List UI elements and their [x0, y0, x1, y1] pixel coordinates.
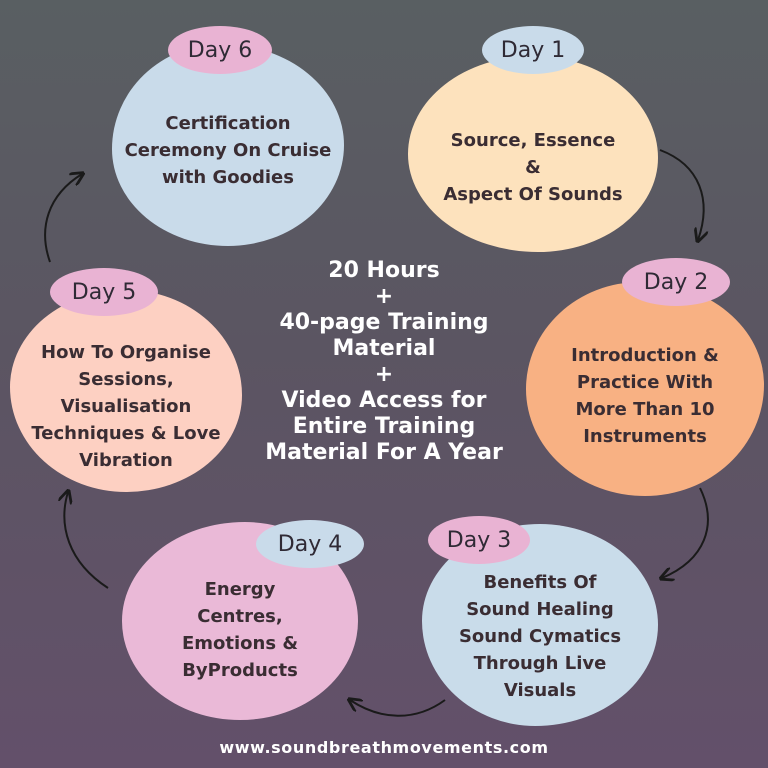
arrow-day2-to-day3	[662, 487, 709, 578]
day2-label: Day 2	[622, 258, 730, 306]
arrow-day5-to-day6	[44, 174, 82, 263]
summary-plus-1: +	[374, 284, 394, 309]
day2-description: Introduction & Practice With More Than 1…	[571, 345, 719, 447]
summary-training-2: Material	[332, 336, 436, 361]
summary-video-1: Video Access for	[281, 388, 487, 413]
day6-description: Certification Ceremony On Cruise with Go…	[124, 112, 332, 188]
day4-blob: Energy Centres, Emotions & ByProducts	[122, 522, 358, 720]
day2-blob: Introduction & Practice With More Than 1…	[526, 282, 764, 496]
day4-label: Day 4	[256, 520, 364, 568]
summary-video-3: Material For A Year	[265, 440, 503, 465]
day5-label: Day 5	[50, 268, 158, 316]
day5-description: How To Organise Sessions, Visualisation …	[31, 341, 221, 471]
summary-video-2: Entire Training	[292, 414, 476, 439]
arrow-day3-to-day4	[350, 700, 446, 717]
website-url: www.soundbreathmovements.com	[219, 738, 549, 757]
arrow-day4-to-day5	[64, 492, 109, 589]
day6-blob: Certification Ceremony On Cruise with Go…	[112, 44, 344, 246]
day3-label: Day 3	[428, 516, 530, 564]
day1-label: Day 1	[482, 26, 584, 74]
day5-blob: How To Organise Sessions, Visualisation …	[10, 290, 242, 492]
summary-training-1: 40-page Training	[279, 310, 489, 335]
summary-plus-2: +	[374, 362, 394, 387]
day3-description: Benefits Of Sound Healing Sound Cymatics…	[458, 571, 622, 701]
summary-hours: 20 Hours	[328, 258, 440, 283]
program-summary: 20 Hours + 40-page Training Material + V…	[250, 258, 518, 466]
arrow-day1-to-day2	[659, 149, 704, 240]
day1-blob: Source, Essence & Aspect Of Sounds	[408, 56, 658, 252]
day6-label: Day 6	[168, 26, 272, 74]
day1-description: Source, Essence & Aspect Of Sounds	[443, 129, 623, 205]
day4-description: Energy Centres, Emotions & ByProducts	[181, 579, 299, 681]
